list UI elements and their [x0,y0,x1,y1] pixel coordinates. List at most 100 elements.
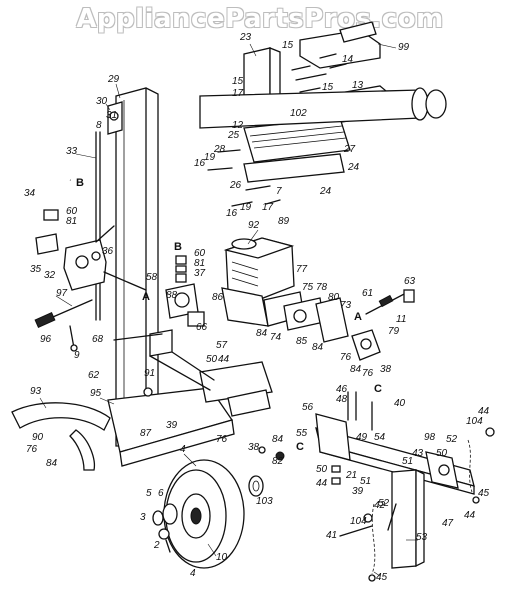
fender [11,402,111,471]
part-number-label: 54 [374,432,386,443]
reference-mark: A [142,291,150,303]
valve-handle [34,299,93,352]
wheel [163,459,245,569]
part-number-label: 99 [398,42,410,53]
part-number-label: 23 [239,32,252,43]
part-number-label: 98 [424,432,436,443]
part-number-label: 86 [212,292,224,303]
part-number-label: 76 [26,444,38,455]
part-number-label: 39 [352,486,364,497]
part-number-label: 87 [140,428,152,439]
part-number-label: 55 [296,428,308,439]
watermark: AppliancePartsPros.com [76,4,444,34]
part-number-label: 36 [102,246,114,257]
part-number-label: 7 [276,186,282,197]
part-number-label: 75 [302,282,314,293]
base-frame [107,329,273,467]
hydraulic-hose [35,178,71,255]
part-number-label: 21 [345,470,357,481]
part-number-label: 5 [146,488,152,499]
part-number-label: 3 [140,512,146,523]
part-number-label: 50 [206,354,218,365]
part-number-label: 35 [30,264,42,275]
part-number-label: 103 [256,496,273,507]
part-number-label: 44 [478,406,490,417]
part-number-label: 40 [394,398,406,409]
part-number-label: 89 [278,216,290,227]
part-number-label: 84 [350,364,362,375]
reference-mark: C [374,383,382,395]
part-number-label: 74 [270,332,282,343]
part-number-label: 37 [194,268,206,279]
part-number-label: 28 [213,144,226,155]
part-number-label: 17 [262,202,274,213]
tow-tongue [315,391,475,569]
part-number-label: 90 [32,432,44,443]
part-number-label: 39 [166,420,178,431]
part-number-label: 76 [340,352,352,363]
part-number-label: 78 [316,282,328,293]
part-number-label: 53 [416,532,428,543]
part-number-label: 26 [229,180,242,191]
part-number-label: 24 [319,186,332,197]
part-number-label: 60 [194,248,206,259]
safety-chains [368,427,495,582]
part-number-label: 104 [350,516,367,527]
part-number-label: 58 [146,272,158,283]
part-number-label: 56 [302,402,314,413]
part-number-label: 81 [194,258,205,269]
part-number-label: 102 [290,108,307,119]
part-number-label: 25 [227,130,240,141]
part-number-label: 48 [336,394,348,405]
part-number-label: 45 [376,572,388,583]
valve-block [351,289,415,361]
part-number-label: 4 [190,568,196,579]
part-number-label: 19 [204,152,216,163]
part-number-label: 80 [328,292,340,303]
part-number-label: 61 [362,288,373,299]
part-number-label: 41 [326,530,337,541]
engine-plate [207,117,351,207]
part-number-label: 44 [464,510,476,521]
small-hardware [258,446,397,537]
reference-mark: B [76,177,84,189]
part-number-label: 62 [88,370,100,381]
part-number-label: 44 [316,478,328,489]
part-number-label: 11 [396,314,406,325]
part-number-label: 91 [144,368,155,379]
part-number-label: 84 [46,458,58,469]
part-number-label: 27 [343,144,356,155]
axle-hub-parts [152,475,264,553]
part-number-label: 81 [66,216,77,227]
part-number-label: 57 [216,340,228,351]
part-number-label: 15 [282,40,294,51]
leader-lines [39,43,418,577]
part-number-label: 51 [402,456,413,467]
part-number-label: 88 [166,290,178,301]
reference-mark: A [354,311,362,323]
hose-fittings [175,255,187,283]
part-number-label: 97 [56,288,68,299]
control-valve [63,225,147,291]
part-number-label: 2 [153,540,160,551]
part-number-label: 6 [158,488,164,499]
part-number-label: 79 [388,326,400,337]
part-number-label: 47 [442,518,454,529]
part-number-label: 50 [436,448,448,459]
hydraulic-pump [283,297,349,343]
part-number-label: 104 [466,416,483,427]
part-number-label: 8 [96,120,102,131]
part-number-label: 82 [272,456,284,467]
part-number-label: 43 [412,448,424,459]
part-number-label: 85 [296,336,308,347]
part-number-label: 66 [196,322,208,333]
part-number-label: 12 [232,120,244,131]
part-number-label: 52 [378,498,390,509]
part-number-label: 9 [74,350,80,361]
part-number-label: 38 [380,364,392,375]
part-number-label: 76 [216,434,228,445]
part-number-label: 44 [218,354,230,365]
